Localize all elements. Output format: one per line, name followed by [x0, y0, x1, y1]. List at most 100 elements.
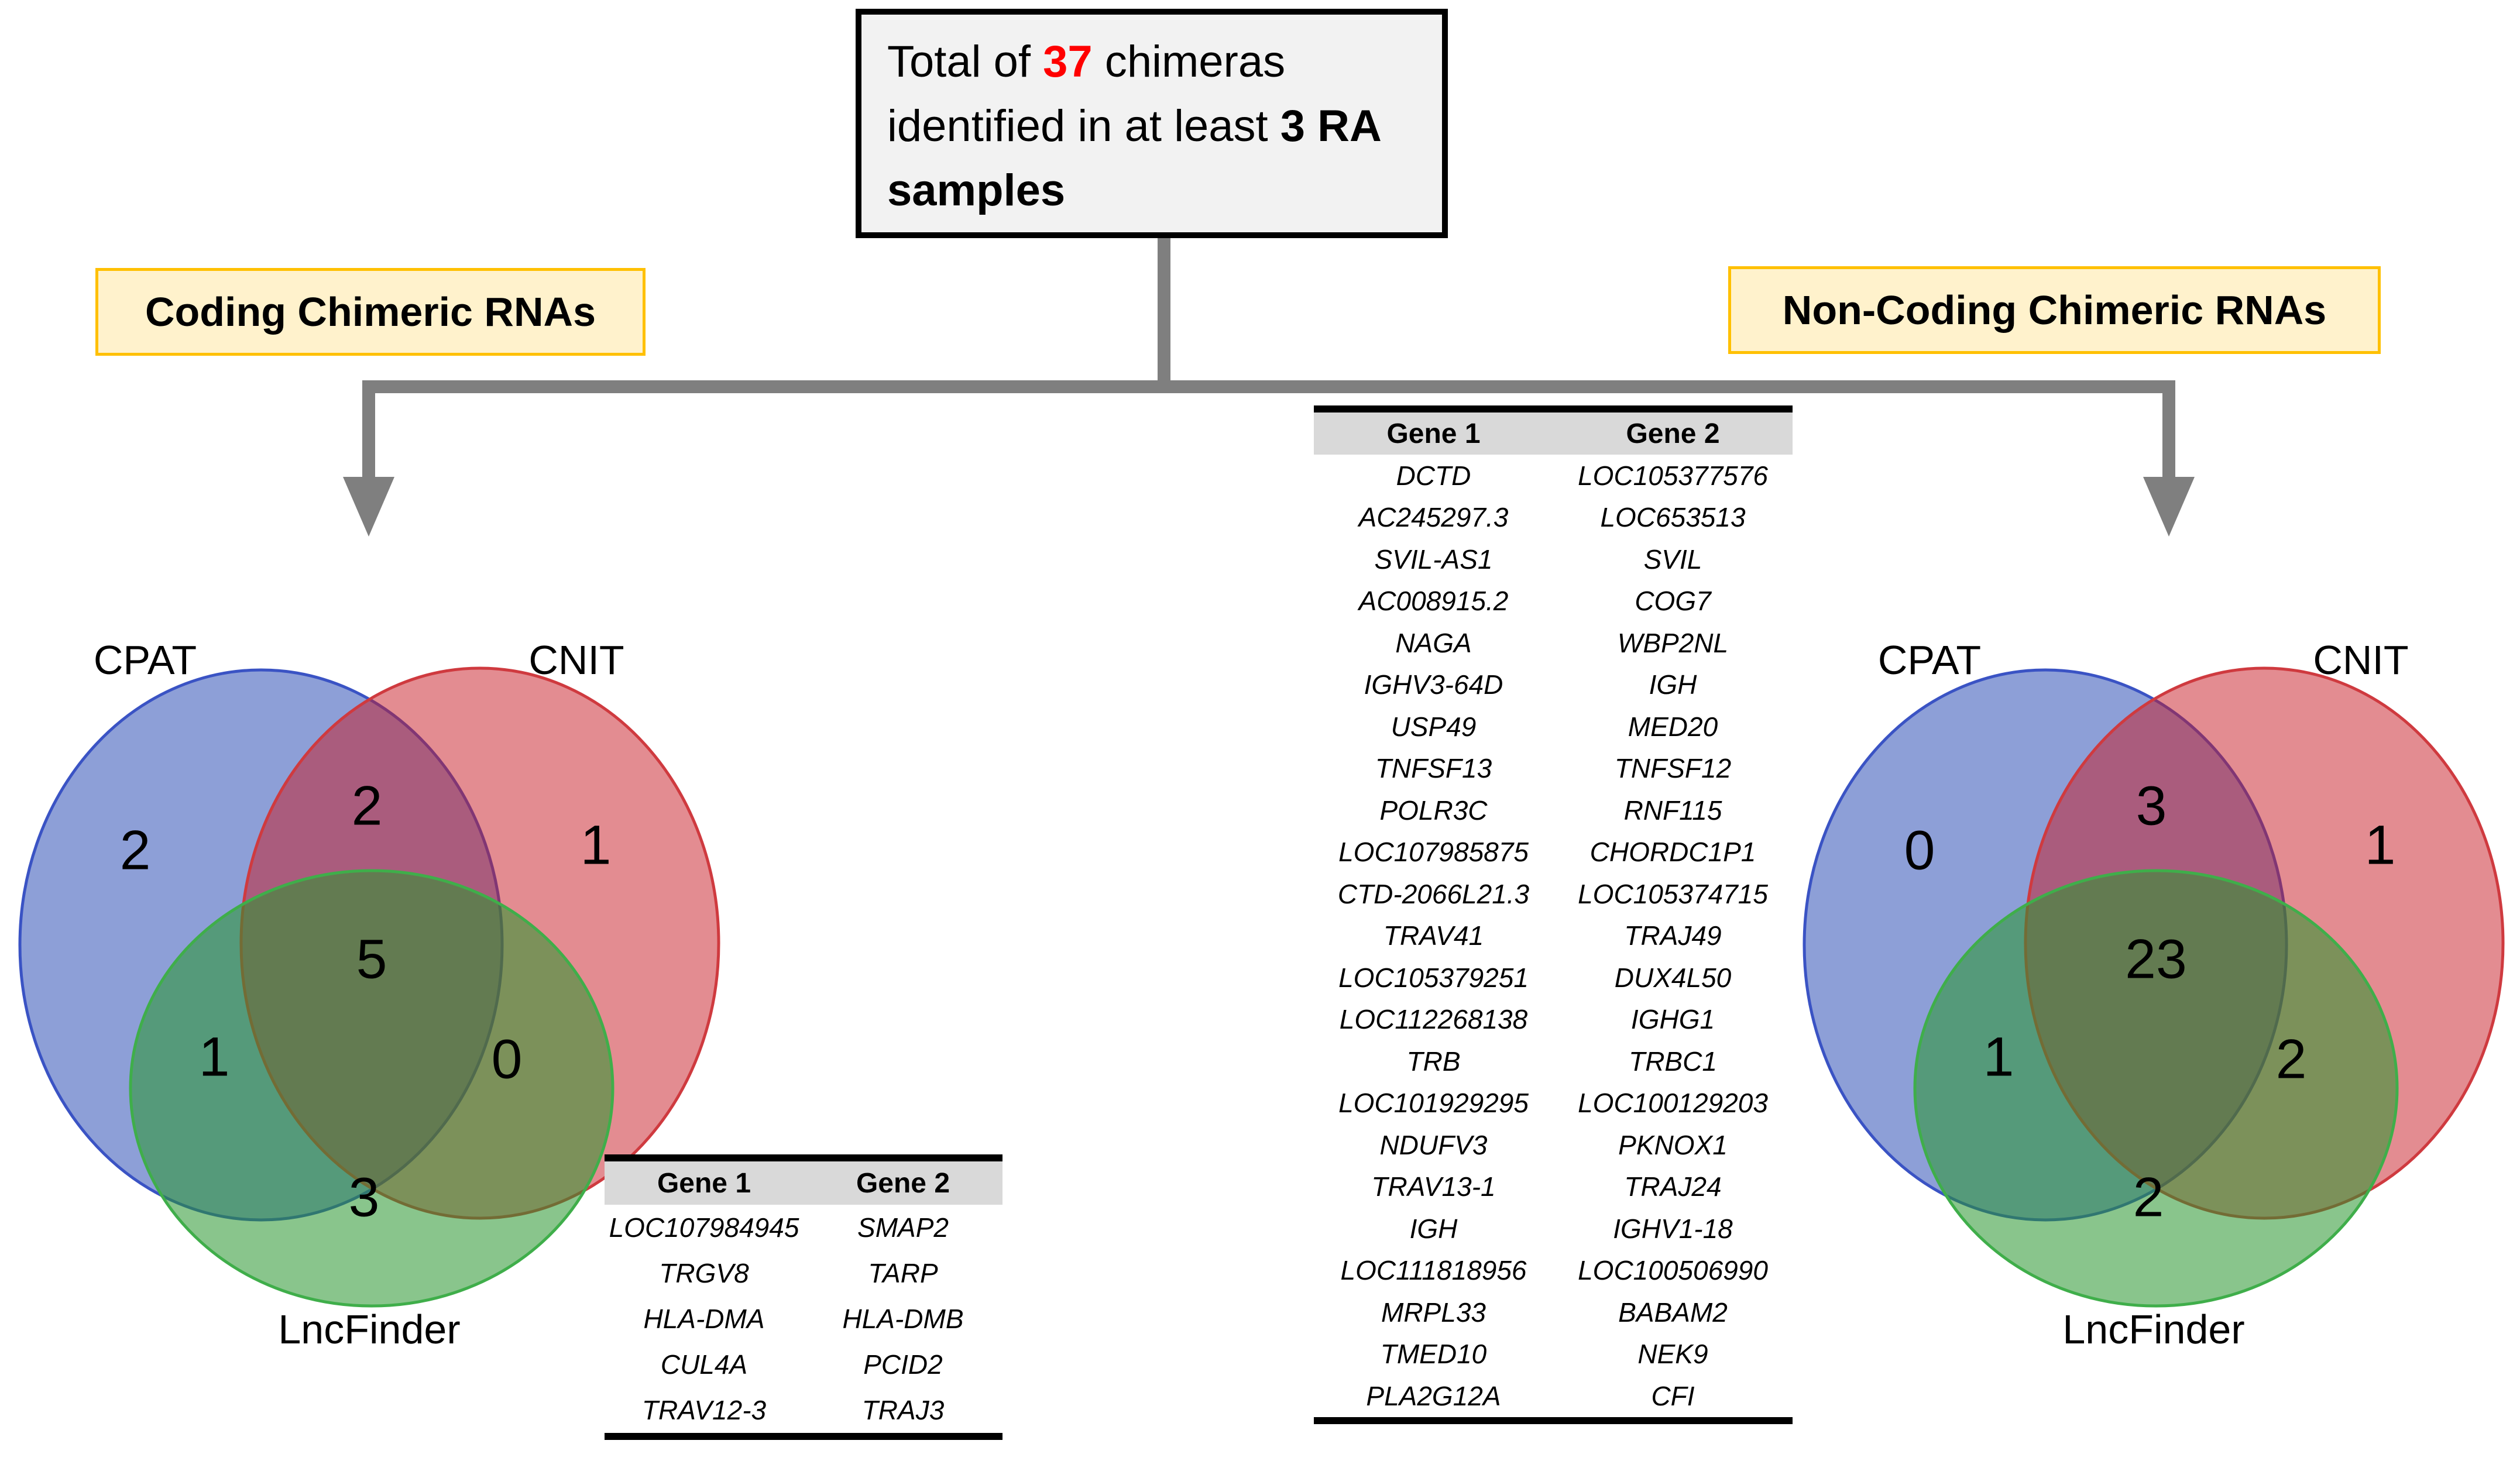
gene-name-cell: SVIL	[1643, 544, 1702, 575]
gene-name-cell: CFI	[1651, 1380, 1695, 1411]
table-row: TNFSF13 TNFSF12	[1314, 748, 1793, 790]
venn-coding-label-cpat: CPAT	[93, 637, 197, 683]
column-header-gene2: Gene 2	[856, 1167, 950, 1199]
table-row: TRAV13-1 TRAJ24	[1314, 1166, 1793, 1208]
gene-name-cell: NAGA	[1395, 627, 1472, 658]
gene-name-cell: TRAV41	[1383, 920, 1484, 951]
coding-branch-label: Coding Chimeric RNAs	[95, 268, 646, 356]
gene-name-cell: LOC100129203	[1578, 1088, 1768, 1119]
gene-name-cell: IGH	[1649, 669, 1697, 700]
venn-coding-label-cnit: CNIT	[528, 637, 624, 683]
gene-name-cell: IGHV1-18	[1613, 1213, 1733, 1244]
table-row: POLR3C RNF115	[1314, 789, 1793, 831]
gene-name-cell: SMAP2	[857, 1212, 949, 1243]
sample-threshold: 3	[1280, 101, 1306, 152]
gene-name-cell: TRBC1	[1629, 1046, 1717, 1077]
venn-coding-count-cpat-only: 2	[119, 819, 151, 882]
venn-noncoding-count-cpat-cnit: 3	[2136, 775, 2167, 837]
column-header-gene2: Gene 2	[1626, 418, 1720, 449]
gene-name-cell: TNFSF12	[1614, 753, 1732, 784]
table-row: CTD-2066L21.3 LOC105374715	[1314, 873, 1793, 915]
venn-coding-count-lncfinder-only: 3	[348, 1166, 380, 1229]
venn-coding-label-lncfinder: LncFinder	[278, 1307, 461, 1352]
connector-horizontal-bar	[362, 380, 2175, 393]
connector-stem	[1158, 237, 1170, 388]
gene-name-cell: PCID2	[863, 1349, 943, 1380]
gene-name-cell: LOC105377576	[1578, 460, 1768, 491]
gene-name-cell: DCTD	[1396, 460, 1471, 491]
gene-name-cell: POLR3C	[1379, 795, 1488, 826]
gene-name-cell: LOC105374715	[1578, 878, 1768, 909]
left-arrow-icon	[343, 477, 394, 537]
gene-name-cell: RNF115	[1623, 795, 1722, 826]
venn-coding-count-all-three: 5	[356, 928, 387, 991]
gene-name-cell: IGH	[1409, 1213, 1458, 1244]
gene-name-cell: LOC653513	[1600, 502, 1746, 533]
gene-name-cell: TRAJ24	[1624, 1171, 1722, 1202]
table-row: DCTD LOC105377576	[1314, 455, 1793, 497]
venn-noncoding-count-cpat-lncfinder: 1	[1983, 1026, 2014, 1088]
gene-name-cell: DUX4L50	[1614, 962, 1732, 993]
gene-name-cell: USP49	[1391, 711, 1477, 742]
venn-coding-count-cnit-lncfinder: 0	[491, 1028, 523, 1091]
gene-name-cell: LOC111818956	[1340, 1255, 1527, 1286]
gene-name-cell: TRAV13-1	[1371, 1171, 1496, 1202]
total-box-text-middle: chimeras identified in at least	[887, 37, 1286, 152]
coding-gene-table-header: Gene 1 Gene 2	[605, 1161, 1002, 1205]
gene-name-cell: TRGV8	[659, 1258, 749, 1288]
gene-name-cell: SVIL-AS1	[1374, 544, 1493, 575]
gene-name-cell: CUL4A	[660, 1349, 748, 1380]
gene-name-cell: BABAM2	[1618, 1297, 1728, 1328]
total-box-text-suffix: RA samples	[887, 101, 1381, 216]
column-header-gene1: Gene 1	[657, 1167, 751, 1199]
venn-noncoding-count-lncfinder-only: 2	[2133, 1166, 2164, 1229]
gene-name-cell: TARP	[868, 1258, 938, 1288]
table-row: LOC111818956 LOC100506990	[1314, 1250, 1793, 1292]
gene-name-cell: MRPL33	[1381, 1297, 1486, 1328]
gene-name-cell: NDUFV3	[1379, 1129, 1488, 1160]
table-row: SVIL-AS1 SVIL	[1314, 538, 1793, 580]
venn-coding-cnit-circle	[239, 666, 720, 1220]
table-row: IGH IGHV1-18	[1314, 1208, 1793, 1250]
total-chimeras-box: Total of 37 chimeras identified in at le…	[856, 9, 1448, 238]
gene-name-cell: TRAJ3	[861, 1395, 945, 1425]
venn-noncoding-label-cnit: CNIT	[2313, 637, 2409, 683]
gene-name-cell: TNFSF13	[1375, 753, 1492, 784]
noncoding-gene-table-header: Gene 1 Gene 2	[1314, 412, 1793, 455]
coding-branch-label-text: Coding Chimeric RNAs	[145, 289, 596, 335]
connector-right-arm	[2162, 380, 2175, 483]
gene-name-cell: CTD-2066L21.3	[1337, 878, 1530, 909]
venn-noncoding-count-all-three: 23	[2125, 928, 2187, 991]
gene-name-cell: HLA-DMB	[842, 1304, 964, 1334]
venn-noncoding-count-cnit-only: 1	[2364, 814, 2396, 876]
gene-name-cell: NEK9	[1637, 1339, 1708, 1370]
gene-name-cell: COG7	[1635, 586, 1711, 617]
gene-name-cell: HLA-DMA	[643, 1304, 765, 1334]
venn-noncoding-cpat-circle	[1803, 668, 2288, 1222]
total-box-text-prefix: Total of	[887, 37, 1043, 87]
venn-noncoding-cnit-circle	[2024, 666, 2505, 1220]
venn-noncoding-label-cpat: CPAT	[1877, 637, 1982, 683]
right-arrow-icon	[2143, 477, 2195, 537]
noncoding-branch-label: Non-Coding Chimeric RNAs	[1728, 266, 2381, 354]
connector-left-arm	[362, 380, 375, 483]
gene-name-cell: LOC100506990	[1578, 1255, 1768, 1286]
venn-coding-cpat-circle	[18, 668, 504, 1222]
